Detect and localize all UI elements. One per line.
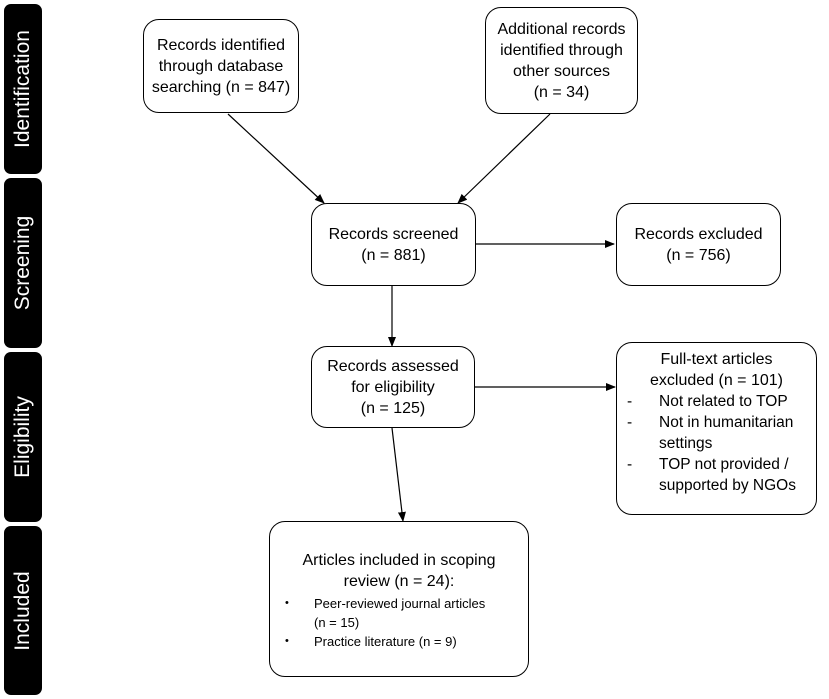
bullet-marker: - — [627, 456, 633, 473]
box-articles-included: Articles included in scoping review (n = … — [269, 521, 529, 677]
bullet-item: • Peer-reviewed journal articles (n = 15) — [270, 594, 528, 632]
box-text-line: other sources — [513, 62, 610, 80]
bullet-item-line: supported by NGOs — [659, 477, 796, 494]
box-text-line: Full-text articles — [660, 351, 773, 368]
box-text-line: Records assessed — [327, 357, 459, 375]
box-text-line: (n = 881) — [361, 246, 426, 264]
phase-screening: Screening — [4, 178, 42, 348]
phase-identification: Identification — [4, 4, 42, 174]
bullet-marker: • — [285, 635, 289, 647]
bullet-item: - Not in humanitarian settings — [617, 412, 816, 454]
box-text-line: Additional records — [497, 20, 626, 38]
arrow-assessed-to-included — [391, 427, 406, 522]
bullet-item: - TOP not provided / supported by NGOs — [617, 454, 816, 496]
box-text-line: review (n = 24): — [343, 573, 455, 590]
arrow-db-to-screened — [227, 113, 325, 204]
box-records-assessed: Records assessed for eligibility (n = 125) — [311, 346, 475, 428]
box-text-line: (n = 756) — [666, 246, 731, 264]
box-text-line: identified through — [500, 41, 623, 59]
box-database-search: Records identified through database search… — [143, 19, 299, 113]
phase-eligibility: Eligibility — [4, 352, 42, 522]
box-records-screened: Records screened (n = 881) — [311, 203, 476, 286]
box-text-line: Records identified — [156, 36, 286, 54]
box-records-excluded: Records excluded (n = 756) — [616, 203, 781, 286]
box-text-line: (n = 34) — [533, 83, 590, 101]
bullet-item-line: Practice literature (n = 9) — [314, 634, 457, 649]
box-other-sources: Additional records identified through othe… — [485, 7, 638, 114]
bullet-marker: • — [285, 597, 289, 609]
bullet-list: •Peer-reviewed journal articles(n = 15)•… — [270, 594, 528, 651]
bullet-marker: - — [627, 393, 633, 410]
box-text-line: Articles included in scoping — [302, 552, 496, 569]
box-text-line: searching (n = 847) — [151, 78, 291, 96]
bullet-marker: - — [627, 414, 633, 431]
phase-included: Included — [4, 526, 42, 695]
arrow-other-to-screened — [457, 113, 551, 204]
bullet-item-line: (n = 15) — [314, 615, 360, 630]
bullet-item-line: Not in humanitarian — [659, 414, 794, 431]
bullet-item-line: settings — [659, 435, 713, 452]
box-text-line: (n = 125) — [360, 399, 426, 417]
bullet-item-line: TOP not provided / — [659, 456, 789, 473]
bullet-item: • Practice literature (n = 9) — [270, 632, 528, 651]
bullet-item-line: Not related to TOP — [659, 393, 788, 410]
box-text-line: for eligibility — [351, 378, 435, 396]
box-text-line: Records excluded — [634, 225, 763, 243]
box-text-line: Records screened — [328, 225, 459, 243]
box-text-line: excluded (n = 101) — [650, 372, 783, 389]
bullet-list: - Not related to TOP - Not in humanitarian s… — [617, 391, 816, 496]
box-text-line: through database — [158, 57, 284, 75]
bullet-item-line: Peer-reviewed journal articles — [314, 596, 486, 611]
bullet-item: - Not related to TOP — [617, 391, 816, 412]
